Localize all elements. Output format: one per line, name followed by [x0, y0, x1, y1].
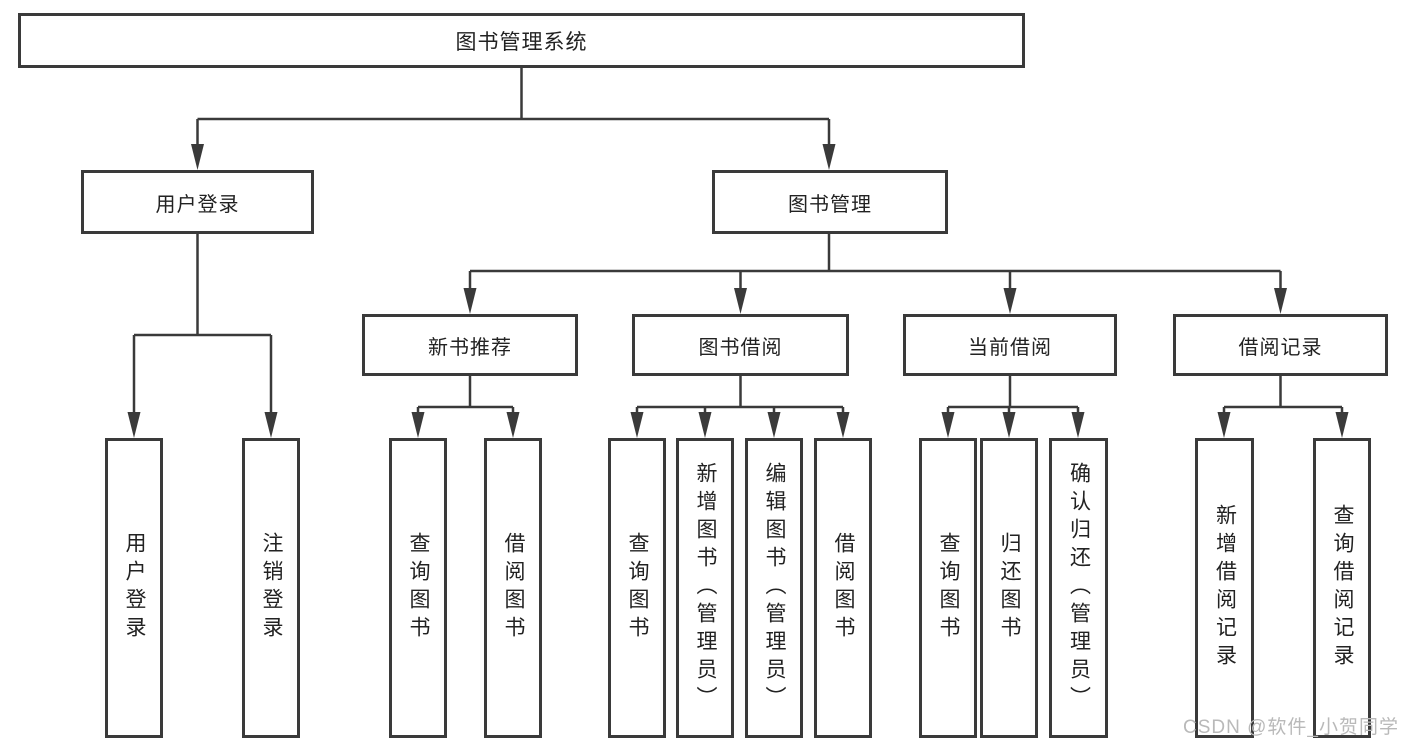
leaf-label: 查询图书: [626, 532, 649, 644]
arrowhead: [698, 412, 712, 438]
node-label: 图书借阅: [698, 336, 783, 359]
connector-userlogin-to-leaves: [132, 234, 273, 416]
csdn-watermark: CSDN @软件_小贺同学: [1183, 717, 1399, 738]
arrowhead: [1071, 412, 1085, 438]
node-book-borrowing: 图书借阅: [632, 314, 849, 376]
arrowhead: [463, 288, 477, 314]
arrowhead: [630, 412, 644, 438]
leaf-label: 注销登录: [260, 532, 283, 644]
leaf-borrow-books-nbr: 借阅图书: [484, 438, 542, 738]
leaf-label: 查询借阅记录: [1331, 504, 1354, 672]
arrowhead: [411, 412, 425, 438]
node-borrowing-records: 借阅记录: [1173, 314, 1388, 376]
arrowhead: [1002, 412, 1016, 438]
node-book-management: 图书管理: [712, 170, 948, 234]
leaf-confirm-return-admin: 确认归还（管理员）: [1049, 438, 1108, 738]
arrowhead: [1335, 412, 1349, 438]
node-label: 当前借阅: [968, 336, 1052, 359]
leaf-label: 查询图书: [407, 532, 430, 644]
leaf-add-borrow-record: 新增借阅记录: [1195, 438, 1254, 738]
connector-root-to-level2: [196, 68, 831, 148]
connector-borrowrecord-to-leaves: [1222, 376, 1344, 416]
leaf-edit-books-admin: 编辑图书（管理员）: [745, 438, 803, 738]
arrowhead: [941, 412, 955, 438]
leaf-label: 归还图书: [998, 532, 1021, 644]
leaf-add-books-admin: 新增图书（管理员）: [676, 438, 734, 738]
leaf-query-books-bb: 查询图书: [608, 438, 666, 738]
leaf-label: 新增图书（管理员）: [694, 462, 717, 714]
connector-newbookrec-to-leaves: [416, 376, 515, 416]
arrowhead: [264, 412, 278, 438]
node-current-borrowing: 当前借阅: [903, 314, 1117, 376]
leaf-logout: 注销登录: [242, 438, 300, 738]
arrowhead: [734, 288, 747, 314]
arrowhead: [127, 412, 141, 438]
arrowhead: [191, 144, 204, 170]
node-library-management-system: 图书管理系统: [18, 13, 1025, 68]
leaf-label: 用户登录: [123, 532, 146, 644]
arrowhead: [822, 144, 836, 170]
leaf-label: 新增借阅记录: [1213, 504, 1237, 672]
node-label: 图书管理系统: [455, 30, 588, 54]
node-label: 图书管理: [788, 193, 872, 216]
connector-bookmgmt-to-level3: [468, 234, 1282, 292]
connector-bookborrow-to-leaves: [635, 376, 845, 416]
leaf-label: 编辑图书（管理员）: [763, 462, 786, 714]
leaf-return-books: 归还图书: [980, 438, 1038, 738]
leaf-query-borrow-record: 查询借阅记录: [1313, 438, 1371, 738]
arrowhead: [767, 412, 781, 438]
leaf-query-books-nbr: 查询图书: [389, 438, 447, 738]
leaf-borrow-books-bb: 借阅图书: [814, 438, 872, 738]
leaf-label: 借阅图书: [502, 532, 525, 644]
arrowhead: [506, 412, 520, 438]
node-label: 借阅记录: [1238, 336, 1323, 359]
connector-currentborrow-to-leaves: [946, 376, 1080, 416]
node-label: 新书推荐: [428, 336, 512, 359]
node-new-book-recommendation: 新书推荐: [362, 314, 578, 376]
leaf-user-login: 用户登录: [105, 438, 163, 738]
node-label: 用户登录: [155, 193, 240, 216]
leaf-query-books-cb: 查询图书: [919, 438, 977, 738]
arrowhead: [836, 412, 850, 438]
arrowhead: [1217, 412, 1231, 438]
arrowhead: [1003, 288, 1017, 314]
leaf-label: 查询图书: [937, 532, 960, 644]
leaf-label: 借阅图书: [832, 532, 855, 644]
node-user-login: 用户登录: [81, 170, 314, 234]
arrowhead: [1274, 288, 1287, 314]
leaf-label: 确认归还（管理员）: [1067, 462, 1091, 714]
